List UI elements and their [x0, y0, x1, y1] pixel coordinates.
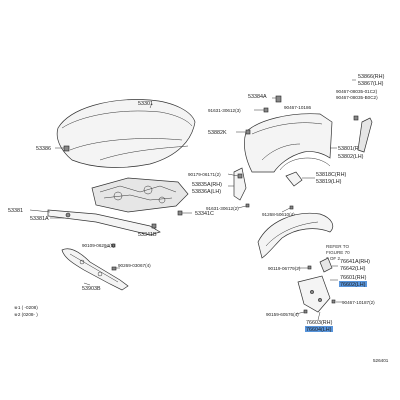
flare-part[interactable] [319, 257, 333, 273]
label-fender-lh: 53802(LH) [338, 154, 364, 160]
label-liner-lh: 76602(LH) [340, 282, 366, 288]
refer-note-line-2: FIGURE 70 [326, 250, 350, 255]
bolt-90119-part[interactable] [307, 265, 312, 270]
label-flare-rh: 76641A(RH) [340, 259, 370, 265]
label-nut-91268: 91268-50610(4) [262, 212, 295, 217]
insulator-clip-right-part[interactable] [177, 210, 183, 216]
label-bolt-90119: 90119-06779(2) [268, 266, 301, 271]
fender-bracket-part[interactable] [233, 167, 247, 201]
label-bolt-90179: 90179-06171(2) [188, 172, 221, 177]
label-bracket-lh: 53836A(LH) [192, 189, 221, 195]
fender-liner-part[interactable] [257, 212, 334, 259]
label-flare-lh: 76642(LH) [340, 266, 366, 272]
front-fender-part[interactable] [244, 113, 333, 173]
bolt-90109-part[interactable] [111, 243, 116, 248]
label-hood-bolt: 53386 [36, 146, 51, 152]
clip-90269-part[interactable] [111, 266, 117, 271]
hood-lock-bracket-part[interactable] [275, 95, 282, 103]
label-liner-rh: 76601(RH) [340, 275, 367, 281]
support-bracket-part[interactable] [47, 209, 161, 236]
label-bolt-90109: 90109-06294(5) [82, 243, 115, 248]
label-hood-stay: 53903B [82, 286, 101, 292]
bolt-91631b-part[interactable] [245, 203, 250, 208]
legend-line-1: ※1 ( -0208) [14, 305, 38, 310]
legend-line-2: ※2 (0208- ) [14, 312, 38, 317]
label-grommet: 53882K [208, 130, 227, 136]
label-clip-90467b: 90467-08035-B0C2) [336, 95, 378, 100]
label-bolt-90159: 90159-60576(4) [266, 312, 299, 317]
label-support-bracket-lower: 53381A [30, 216, 49, 222]
label-flare-lower-rh: 76603(RH) [306, 320, 333, 326]
label-fender-liner-lh: 53819(LH) [316, 179, 342, 185]
label-mud-guard-lh: 53867(LH) [358, 81, 384, 87]
refer-note-line-3: 2 OF 2 [326, 256, 340, 261]
grommet-part[interactable] [245, 129, 251, 135]
label-bolt-91631: 91631-30612(3) [208, 108, 241, 113]
label-flare-lower-lh: 76604(LH) [306, 327, 332, 333]
label-clip-90467d: 90467-10187(2) [342, 300, 375, 305]
fender-liner-bracket-part[interactable] [285, 171, 303, 187]
mud-guard-strip-part[interactable] [357, 117, 373, 153]
diagram-id: 526401 [373, 358, 389, 363]
hood-inner-panel-part[interactable] [91, 177, 189, 213]
label-insulator-clip-right: 53341C [195, 211, 214, 217]
label-bolt-91631b: 91631-30612(2) [206, 206, 239, 211]
hood-part[interactable] [56, 99, 196, 168]
bolt-91631-part[interactable] [263, 107, 269, 113]
mud-flap-part[interactable] [297, 275, 331, 313]
label-clip-90269: 90269-03067(4) [118, 263, 151, 268]
highlight-flare-lower-lh [305, 326, 333, 332]
label-bracket-rh: 53835A(RH) [192, 182, 222, 188]
label-hood: 53301 [138, 101, 153, 107]
nut-91268-part[interactable] [289, 205, 294, 210]
mud-guard-clip-part[interactable] [353, 115, 359, 121]
hood-stay-part[interactable] [61, 248, 129, 291]
bolt-90159-part[interactable] [303, 309, 308, 314]
clip-90467d-part[interactable] [331, 299, 336, 304]
label-mud-guard-rh: 53866(RH) [358, 74, 385, 80]
label-clip-90467c: 90467-10186 [284, 105, 312, 110]
hood-bolt-part[interactable] [63, 145, 70, 152]
refer-note-line-1: REFER TO [326, 244, 349, 249]
label-clip-90467a: 90467-08035-01C2) [336, 89, 378, 94]
bolt-90179-part[interactable] [237, 173, 243, 179]
label-fender-rh: 53801(RH) [338, 146, 365, 152]
label-hood-lock-bracket: 53384A [248, 94, 267, 100]
label-fender-liner-rh: 53818C(RH) [316, 172, 346, 178]
highlight-liner-lh [339, 281, 367, 287]
label-support-bracket: 53381 [8, 208, 23, 214]
insulator-clip-part[interactable] [151, 223, 157, 229]
label-insulator-clip: 53341B [138, 232, 157, 238]
